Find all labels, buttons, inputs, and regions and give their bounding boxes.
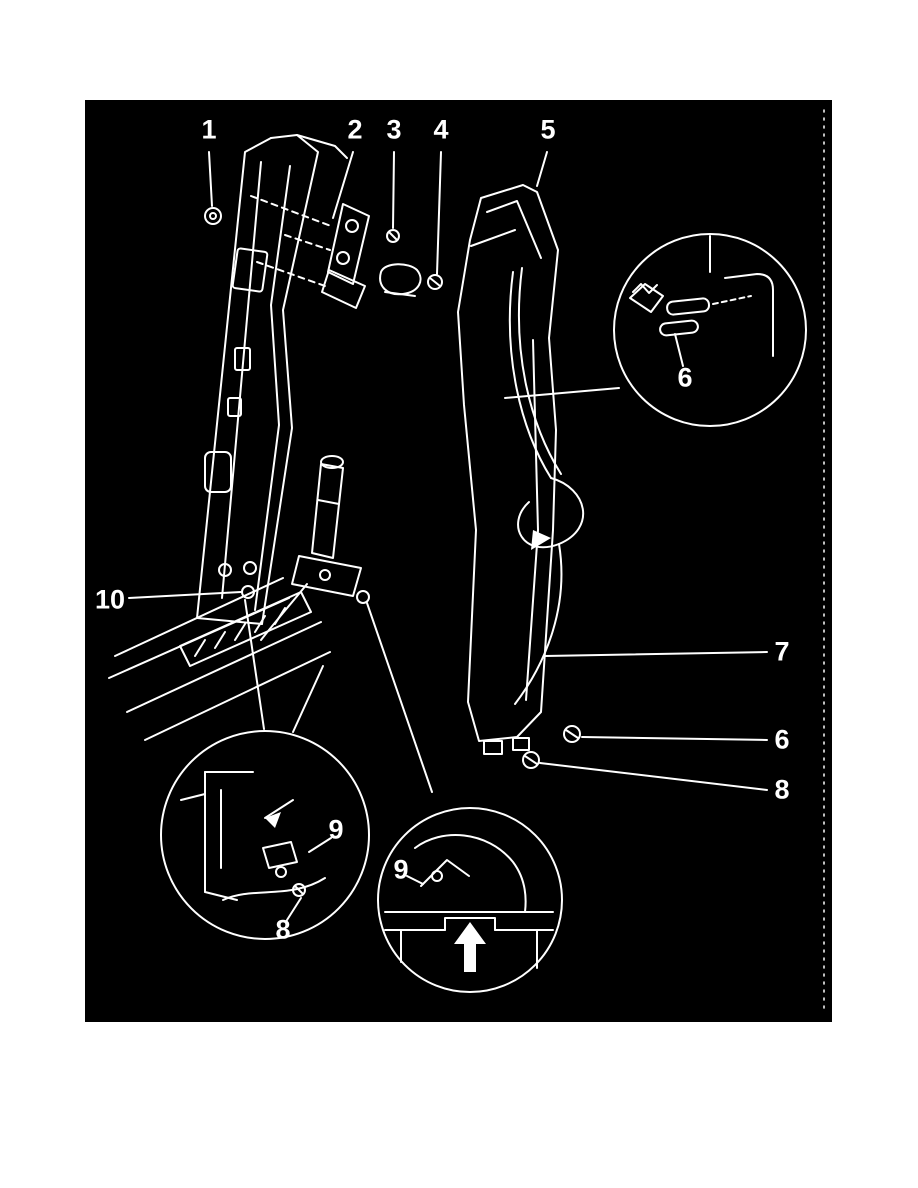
up-arrow-icon [454, 922, 486, 972]
bolt-item-4 [427, 274, 443, 290]
callout-1: 1 [201, 114, 217, 145]
detail-circle-bottom-middle [377, 807, 563, 993]
pillar-trim-panel-item-5 [457, 184, 559, 755]
height-adjuster-item-2 [250, 195, 370, 309]
callout-6-detail: 6 [677, 362, 693, 393]
callout-8-right: 8 [774, 774, 790, 805]
callout-5: 5 [540, 114, 556, 145]
diagram-panel: 1 2 3 4 5 6 7 6 8 10 9 8 9 [85, 100, 832, 1022]
detail-circle-bottom-left [160, 730, 370, 940]
callout-9-detail-bottom: 9 [393, 854, 409, 885]
callout-9-detail-left: 9 [328, 814, 344, 845]
callout-3: 3 [386, 114, 402, 145]
callout-4: 4 [433, 114, 449, 145]
buckle-pretensioner [260, 455, 362, 641]
trim-screws [522, 725, 581, 769]
detail-circle-top-right [504, 233, 807, 427]
leader-lines-top [208, 151, 548, 275]
diagram-artwork [108, 109, 825, 1013]
screw-item-3 [386, 229, 400, 243]
callout-6-right: 6 [774, 724, 790, 755]
b-pillar [196, 134, 348, 625]
leader-lines-mid [128, 585, 433, 793]
leader-lines-right [539, 651, 768, 791]
seat-belt-webbing [508, 267, 585, 705]
callout-8-detail-left: 8 [275, 914, 291, 945]
callout-2: 2 [347, 114, 363, 145]
callout-10: 10 [94, 584, 126, 615]
callout-7: 7 [774, 636, 790, 667]
washer-item-1 [204, 207, 222, 225]
rocker-sill [108, 577, 331, 741]
belt-guide-ring [379, 263, 422, 297]
